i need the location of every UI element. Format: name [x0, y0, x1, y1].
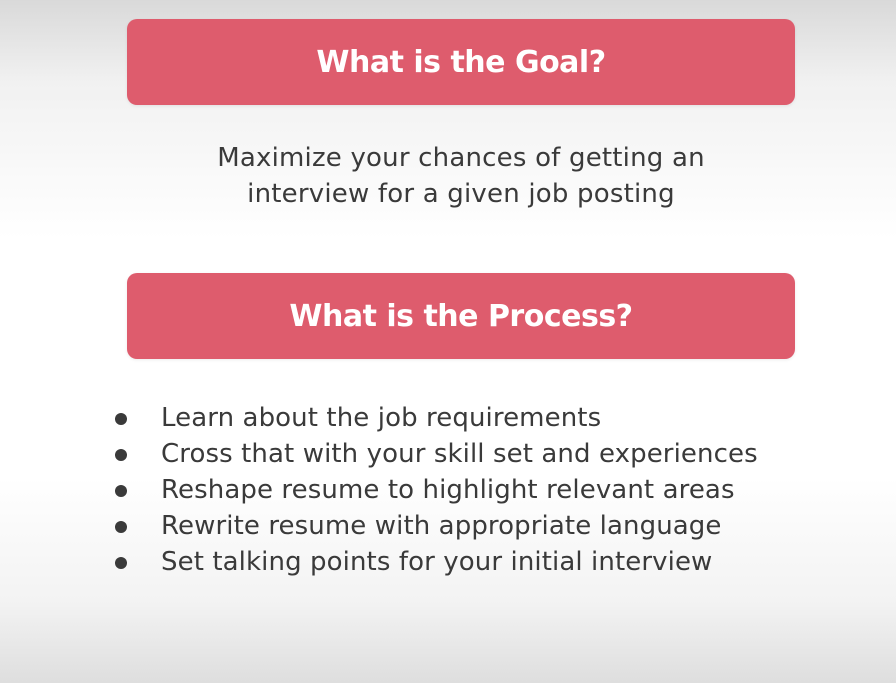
process-heading-banner: What is the Process? [127, 273, 795, 359]
goal-heading: What is the Goal? [316, 44, 606, 80]
process-step-text: Rewrite resume with appropriate language [161, 511, 722, 541]
process-step: Cross that with your skill set and exper… [110, 436, 870, 472]
process-step-text: Set talking points for your initial inte… [161, 547, 713, 577]
goal-description: Maximize your chances of getting an inte… [127, 140, 795, 212]
process-step: Reshape resume to highlight relevant are… [110, 472, 870, 508]
process-steps-list: Learn about the job requirements Cross t… [110, 400, 870, 580]
bullet-icon [115, 557, 127, 569]
goal-description-line-1: Maximize your chances of getting an [217, 143, 705, 173]
process-step: Rewrite resume with appropriate language [110, 508, 870, 544]
bullet-icon [115, 485, 127, 497]
process-heading: What is the Process? [289, 298, 633, 334]
process-step: Set talking points for your initial inte… [110, 544, 870, 580]
goal-heading-banner: What is the Goal? [127, 19, 795, 105]
bullet-icon [115, 521, 127, 533]
process-step-text: Learn about the job requirements [161, 403, 602, 433]
bullet-icon [115, 449, 127, 461]
goal-description-line-2: interview for a given job posting [247, 179, 675, 209]
process-step: Learn about the job requirements [110, 400, 870, 436]
process-step-text: Reshape resume to highlight relevant are… [161, 475, 735, 505]
process-step-text: Cross that with your skill set and exper… [161, 439, 758, 469]
bullet-icon [115, 413, 127, 425]
